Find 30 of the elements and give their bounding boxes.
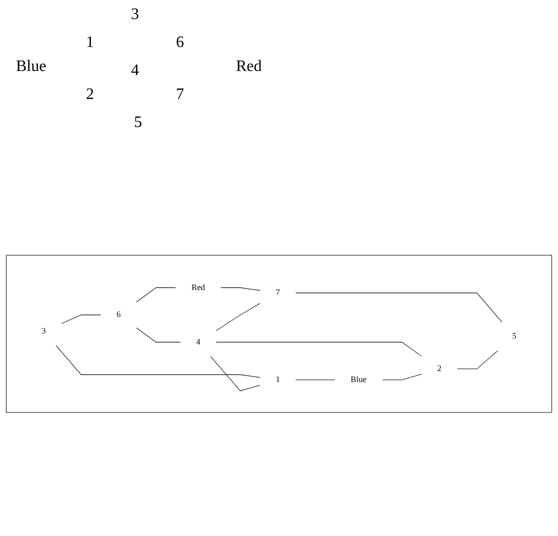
node-label: 2 — [86, 86, 94, 104]
node-text: 2 — [437, 364, 442, 374]
node-label: Blue — [16, 58, 46, 76]
node-label: 7 — [176, 86, 184, 104]
node-text: 4 — [196, 338, 200, 347]
connector — [61, 314, 102, 324]
node-label: 4 — [131, 62, 139, 80]
connector — [216, 342, 422, 357]
connector — [136, 288, 176, 302]
node-label: Red — [236, 58, 262, 76]
node-label: 1 — [86, 34, 94, 52]
connector — [56, 345, 260, 378]
node-text: 6 — [116, 310, 121, 320]
node-text: 7 — [276, 288, 280, 298]
node-text: Blue — [350, 375, 367, 384]
node-text: 5 — [512, 332, 516, 341]
node-label: 5 — [134, 114, 142, 132]
node-label: 6 — [176, 34, 184, 52]
node-text: 1 — [276, 375, 280, 384]
node-text: Red — [191, 283, 205, 292]
connector — [456, 350, 498, 370]
connector — [295, 292, 502, 323]
connector — [382, 374, 422, 380]
connector — [136, 328, 181, 343]
connector — [220, 288, 260, 291]
node-label: 3 — [131, 6, 139, 24]
cluster — [6, 255, 552, 413]
node-text: 3 — [42, 326, 46, 336]
connector — [216, 303, 260, 332]
connector — [210, 356, 260, 392]
